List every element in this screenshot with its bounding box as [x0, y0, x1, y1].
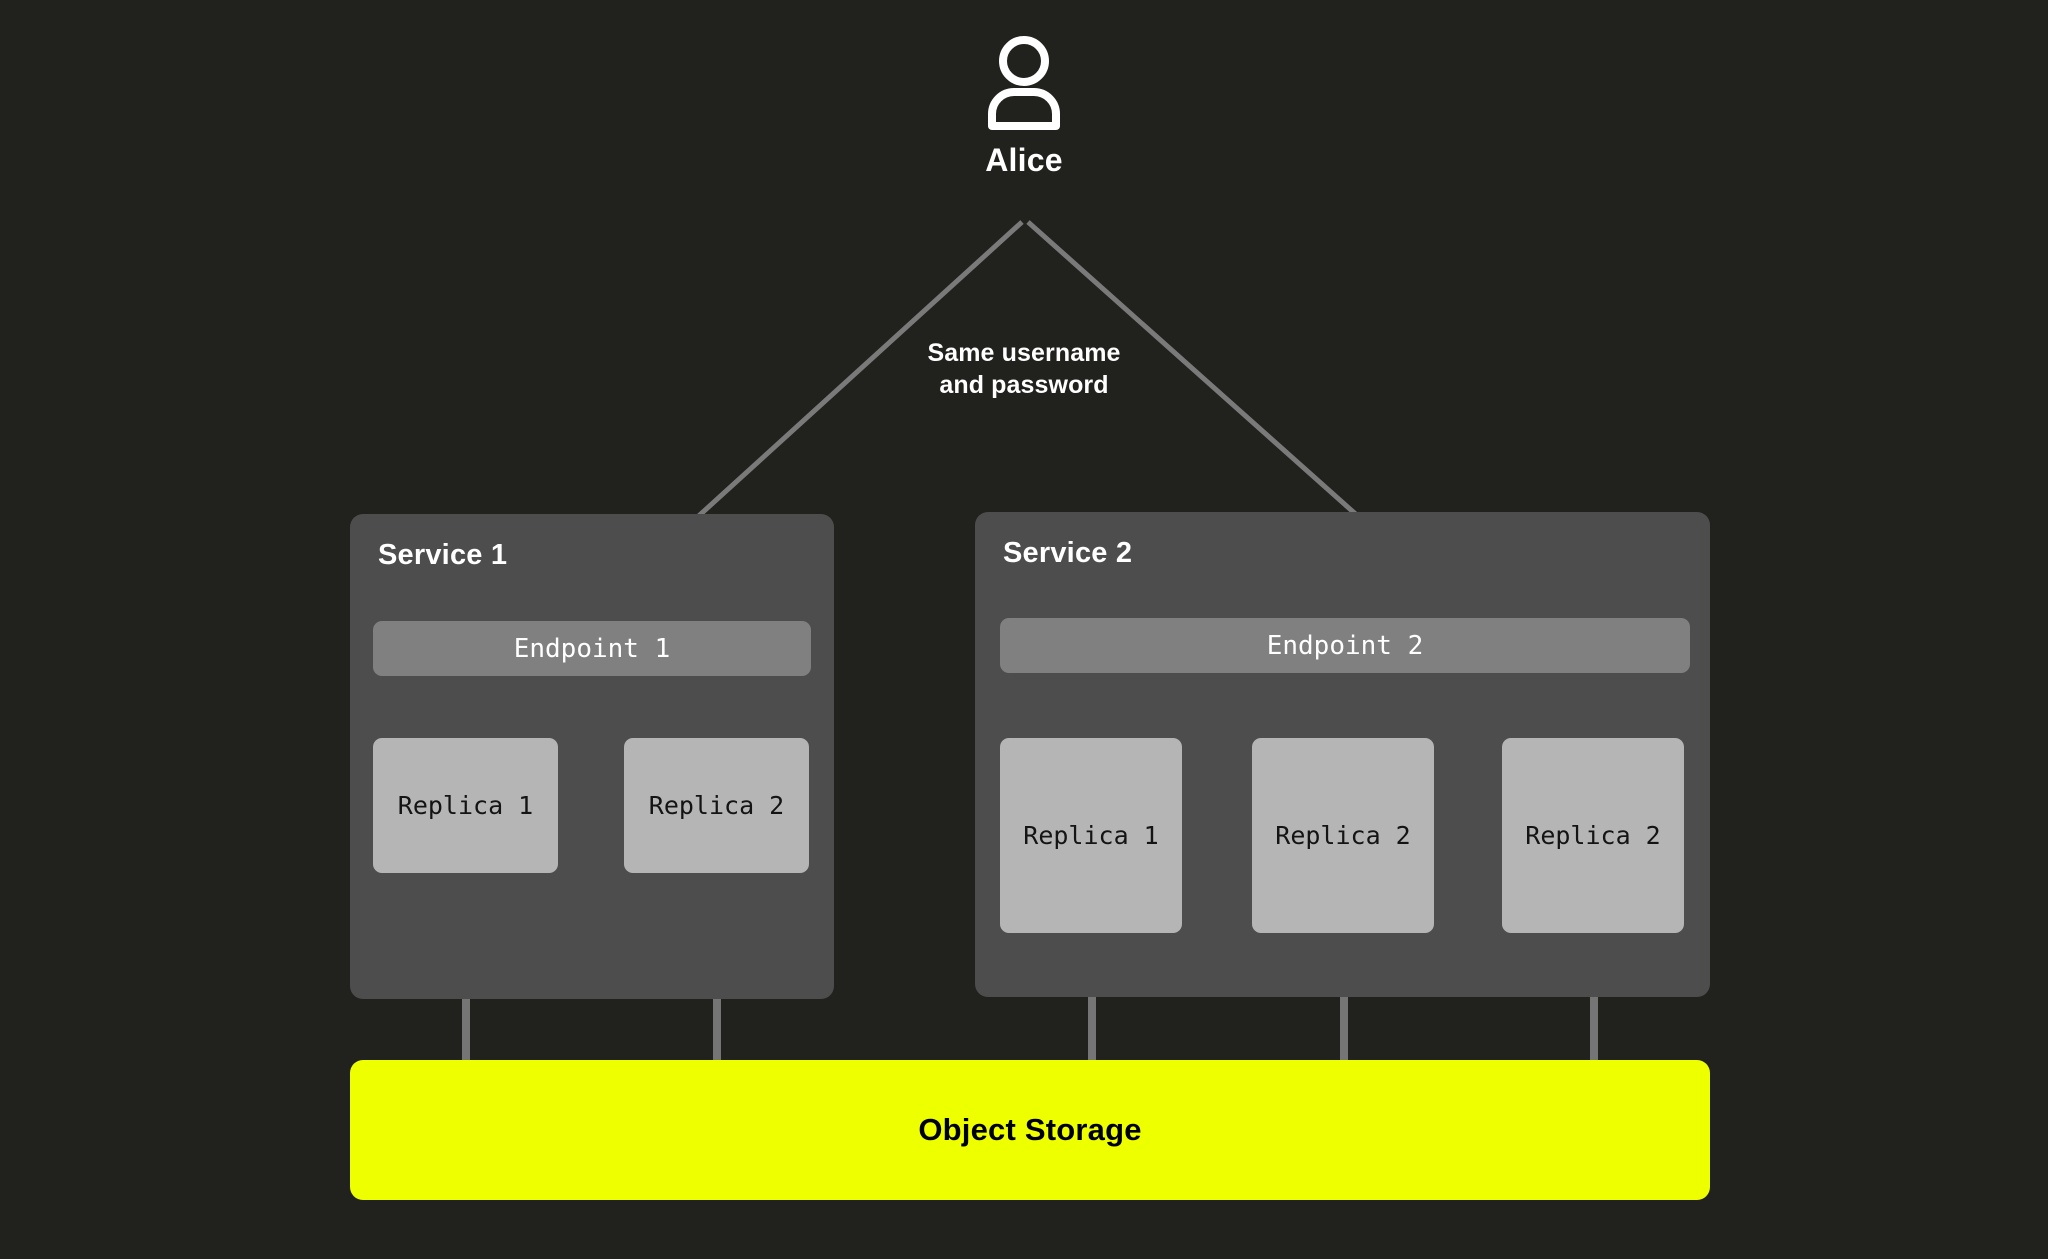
service-1-endpoint[interactable]: Endpoint 1: [373, 621, 811, 676]
actor-alice: Alice: [0, 34, 2048, 179]
service-2-endpoint[interactable]: Endpoint 2: [1000, 618, 1690, 673]
flow-caption-line-2: and password: [939, 370, 1109, 399]
service-2-replica-3[interactable]: Replica 2: [1502, 738, 1684, 933]
service-1-replica-1[interactable]: Replica 1: [373, 738, 558, 873]
service-2-replica-2[interactable]: Replica 2: [1252, 738, 1434, 933]
flow-caption-line-1: Same username: [927, 339, 1121, 367]
flow-caption: Same username and password: [0, 338, 2048, 401]
service-1-title: Service 1: [378, 539, 508, 571]
object-storage-bar[interactable]: Object Storage: [350, 1060, 1710, 1200]
object-storage-label: Object Storage: [918, 1112, 1142, 1147]
service-2-title: Service 2: [1003, 537, 1133, 569]
service-1-replica-2[interactable]: Replica 2: [624, 738, 809, 873]
actor-label: Alice: [985, 142, 1063, 178]
user-icon: [988, 36, 1060, 130]
service-2-replica-1[interactable]: Replica 1: [1000, 738, 1182, 933]
